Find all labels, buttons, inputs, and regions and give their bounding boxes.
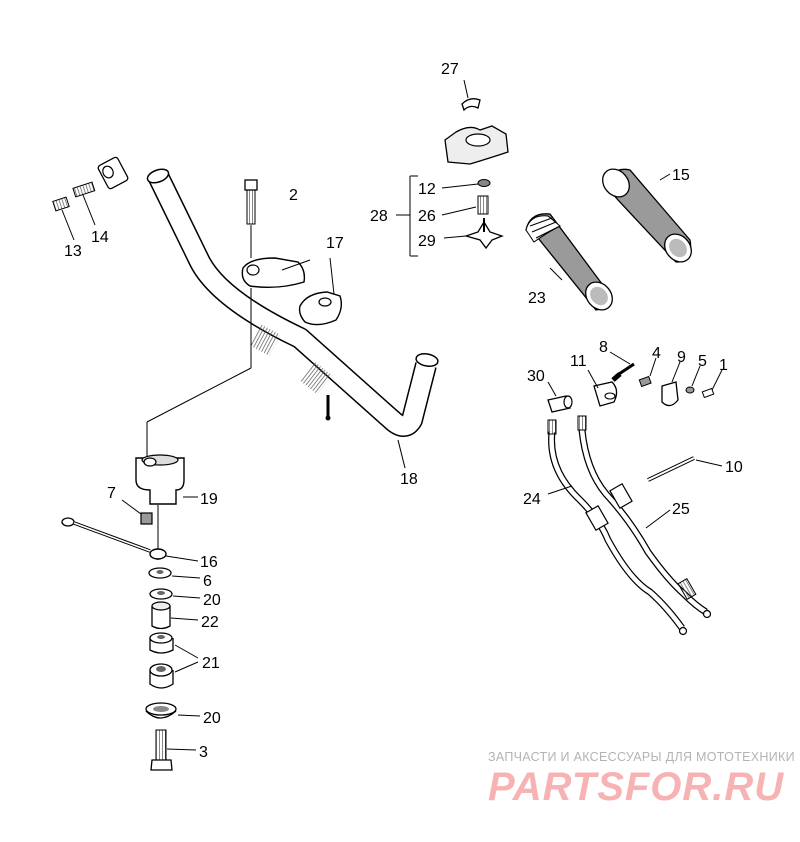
callout-13: 13 [64, 243, 82, 260]
bushings-21 [149, 632, 199, 689]
callout-labels: 2 17 18 19 7 16 6 20 22 21 20 3 13 14 27… [64, 61, 743, 761]
callout-17: 17 [326, 235, 344, 252]
watermark-tagline: ЗАПЧАСТИ И АКСЕССУАРЫ ДЛЯ МОТОТЕХНИКИ [488, 750, 795, 764]
callout-23: 23 [528, 290, 546, 307]
bolt-3 [150, 729, 197, 771]
throttle-grip-23 [525, 213, 613, 311]
callout-12: 12 [418, 181, 436, 198]
callout-9: 9 [677, 349, 686, 366]
callout-6: 6 [203, 573, 212, 590]
callout-20-lower: 20 [203, 710, 221, 727]
washer-6 [148, 567, 201, 579]
callout-11: 11 [570, 353, 587, 370]
callout-18: 18 [400, 471, 418, 488]
callout-14: 14 [91, 229, 109, 246]
callout-30: 30 [527, 368, 545, 385]
callout-19: 19 [200, 491, 218, 508]
callout-25: 25 [672, 501, 690, 518]
callout-2: 2 [289, 187, 298, 204]
throttle-cables [547, 415, 712, 636]
handlebar-part [146, 168, 439, 437]
callout-21: 21 [202, 655, 220, 672]
callout-15: 15 [672, 167, 690, 184]
nut-7 [121, 499, 153, 525]
callout-28: 28 [370, 208, 388, 225]
callout-16: 16 [200, 554, 218, 571]
grip-15 [602, 168, 692, 263]
callout-4: 4 [652, 345, 661, 362]
callout-10: 10 [725, 459, 743, 476]
assembly-leaders [146, 225, 406, 560]
bolt-2 [244, 179, 258, 225]
riser-19 [135, 454, 198, 505]
callout-20-upper: 20 [203, 592, 221, 609]
callout-26: 26 [418, 208, 436, 225]
callout-29: 29 [418, 233, 436, 250]
cable-tie-10 [647, 456, 723, 482]
callout-1: 1 [719, 357, 728, 374]
callout-27: 27 [441, 61, 459, 78]
callout-24: 24 [523, 491, 541, 508]
riser-clamp-17 [241, 257, 343, 326]
washer-20-upper [149, 588, 201, 600]
callout-5: 5 [698, 353, 707, 370]
callout-8: 8 [599, 339, 608, 356]
callout-7: 7 [107, 485, 116, 502]
watermark: ЗАПЧАСТИ И АКСЕССУАРЫ ДЛЯ МОТОТЕХНИКИ PA… [488, 750, 795, 809]
washer-20-lower [145, 702, 201, 719]
ground-strap-16 [61, 517, 199, 562]
callout-3: 3 [199, 744, 208, 761]
adjuster-13-14 [52, 156, 129, 241]
spacer-22 [151, 601, 199, 630]
callout-22: 22 [201, 614, 219, 631]
cable-hardware [547, 351, 723, 413]
watermark-logo: PARTSFOR.RU [488, 765, 784, 809]
throttle-housing-28 [396, 79, 509, 257]
